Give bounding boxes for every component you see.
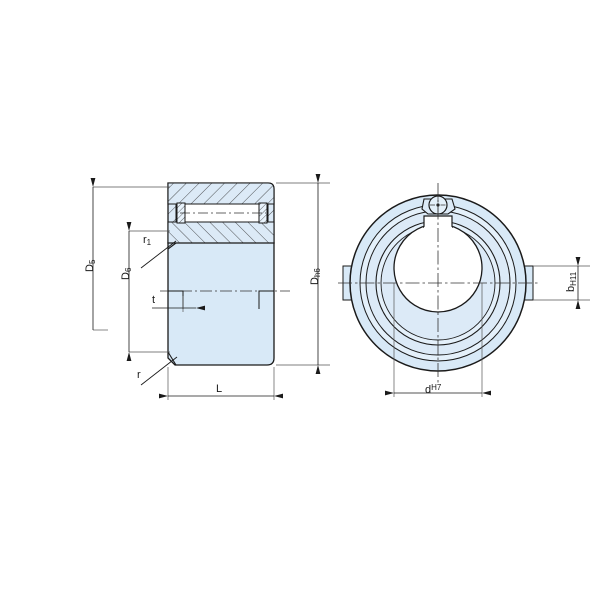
dimension-D6 [126,222,170,361]
outer-ring-lower-hatch [167,221,275,244]
chamfer-r-edge [167,351,177,366]
dimension-label-r1: r1 [143,234,152,247]
dimension-label-r: r [137,369,141,381]
inner-ring-section [160,242,290,366]
keyway-step-right [258,290,274,309]
dimension-bH11 [533,257,590,309]
longitudinal-section-view [90,174,330,400]
front-circular-view [338,183,590,397]
dimension-label-t: t [152,294,156,306]
dimension-t [152,296,205,312]
dimension-L [159,367,283,400]
outer-ring-upper-hatch [167,182,275,205]
dimension-label-L: L [216,383,223,395]
dimension-Dh6 [276,174,330,374]
dimension-label-D6: D6 [120,267,133,280]
chamfer-r1-edge [167,242,177,250]
outer-ring-section [167,182,275,244]
dimension-label-bH11: bH11 [565,271,578,292]
dimension-D5 [90,178,170,331]
dimension-label-Dh6: Dh6 [309,268,322,285]
leader-r1 [140,240,177,269]
leader-r [140,356,178,386]
inner-ring-profile [167,242,275,366]
dimension-label-D5: D5 [84,259,97,272]
dimension-label-dH7: dH7 [425,383,442,396]
